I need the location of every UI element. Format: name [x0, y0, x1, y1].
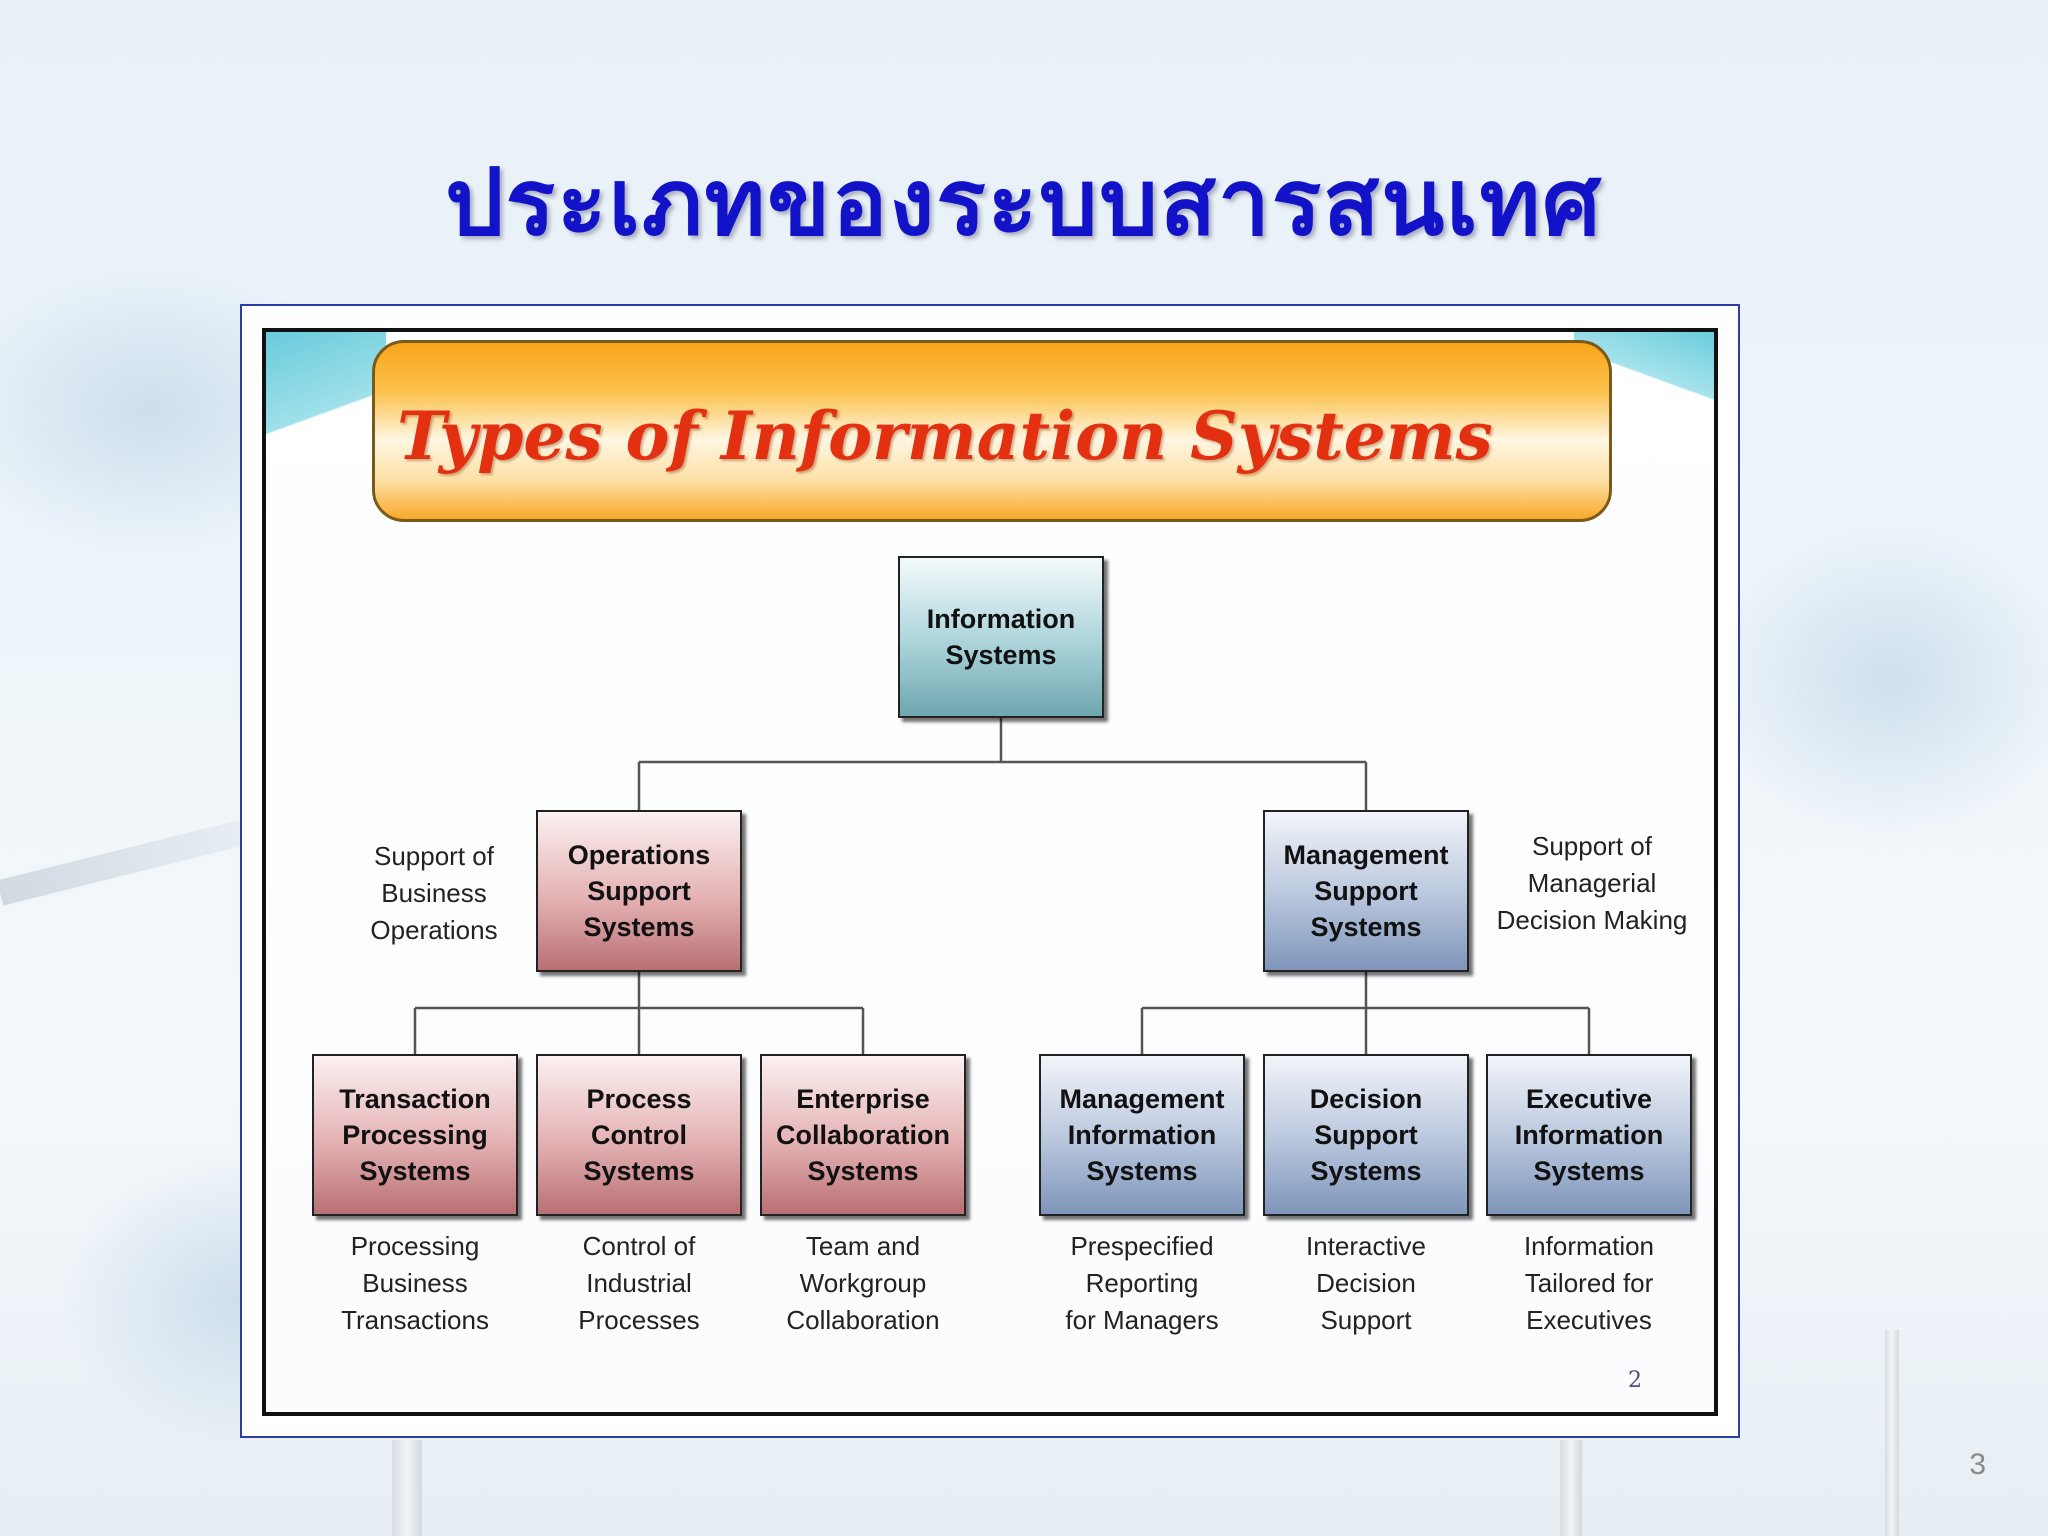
node-transaction-processing-systems: Transaction Processing Systems: [312, 1054, 518, 1216]
node-executive-information-systems: Executive Information Systems: [1486, 1054, 1692, 1216]
desc-process-control: Control of Industrial Processes: [578, 1231, 700, 1335]
diagram-title: Types of Information Systems: [397, 397, 1493, 475]
desc-transaction-processing: Processing Business Transactions: [341, 1231, 489, 1335]
diagram-banner: Types of Information Systems: [372, 340, 1612, 522]
node-enterprise-collaboration-systems: Enterprise Collaboration Systems: [760, 1054, 966, 1216]
node-process-control-systems: Process Control Systems: [536, 1054, 742, 1216]
desc-decision-support: Interactive Decision Support: [1306, 1231, 1426, 1335]
desc-enterprise-collaboration: Team and Workgroup Collaboration: [786, 1231, 940, 1335]
node-information-systems: Information Systems: [898, 556, 1104, 718]
node-management-support-systems: Management Support Systems: [1263, 810, 1469, 972]
desc-executive-information: Information Tailored for Executives: [1523, 1231, 1655, 1335]
slide-number: 3: [1969, 1448, 1986, 1481]
decorative-stripe: [266, 332, 386, 492]
slide-title: ประเภทของระบบสารสนเทศ: [445, 148, 1603, 256]
hierarchy-connectors: [413, 718, 1591, 1054]
desc-management-information: Prespecified Reporting for Managers: [1065, 1231, 1219, 1335]
wind-turbine-tower: [1560, 1440, 1582, 1536]
cloud-background: [1700, 520, 2048, 840]
wind-turbine-tower: [1885, 1330, 1899, 1536]
node-management-information-systems: Management Information Systems: [1039, 1054, 1245, 1216]
desc-management-support: Support of Managerial Decision Making: [1496, 831, 1688, 935]
desc-operations-support: Support of Business Operations: [370, 841, 498, 945]
node-operations-support-systems: Operations Support Systems: [536, 810, 742, 972]
node-decision-support-systems: Decision Support Systems: [1263, 1054, 1469, 1216]
inner-page-number: 2: [1628, 1368, 1642, 1393]
diagram-image: Types of Information Systems Infor: [240, 304, 1740, 1438]
inner-slide: Types of Information Systems Infor: [262, 328, 1718, 1416]
wind-turbine-tower: [392, 1440, 422, 1536]
wind-turbine-blade: [0, 819, 246, 906]
